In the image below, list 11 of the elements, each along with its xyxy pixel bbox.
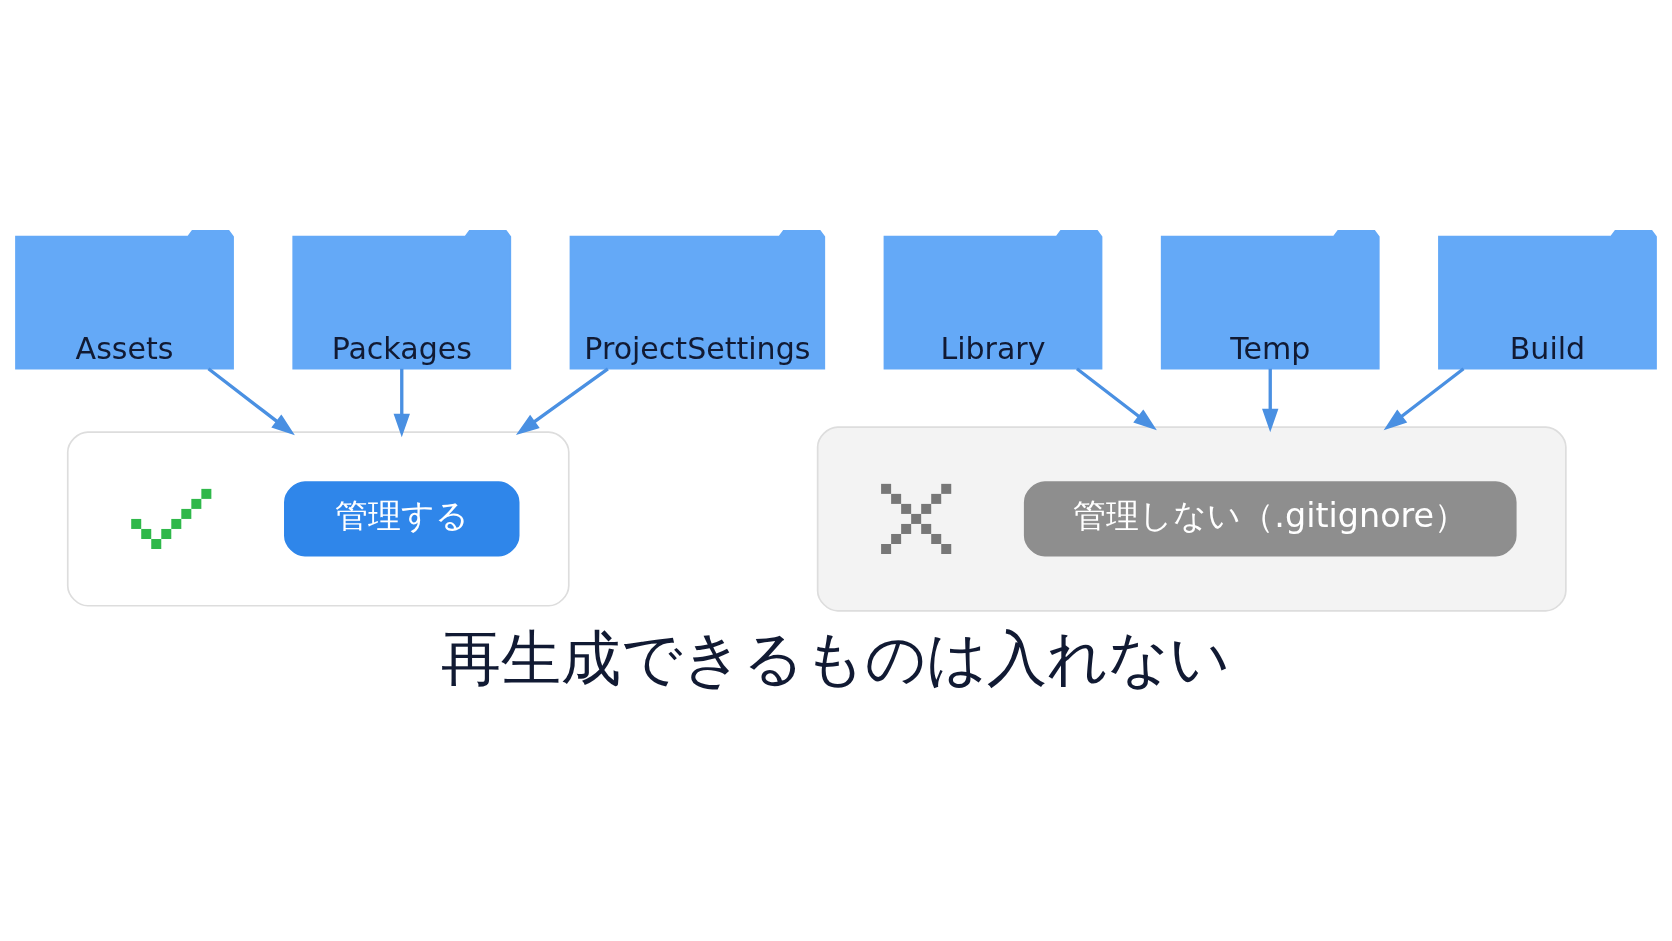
arrow bbox=[1075, 367, 1157, 431]
arrow bbox=[207, 367, 295, 436]
arrow bbox=[1383, 367, 1465, 431]
cluster bbox=[66, 431, 570, 607]
arrow bbox=[1262, 368, 1279, 433]
node-box: 管理しない（.gitignore） bbox=[1023, 481, 1517, 557]
cluster bbox=[816, 426, 1567, 612]
node-box: 管理する bbox=[284, 481, 520, 557]
arrow bbox=[515, 367, 609, 436]
arrow bbox=[393, 368, 410, 438]
caption: 再生成できるものは入れない bbox=[441, 622, 1231, 693]
